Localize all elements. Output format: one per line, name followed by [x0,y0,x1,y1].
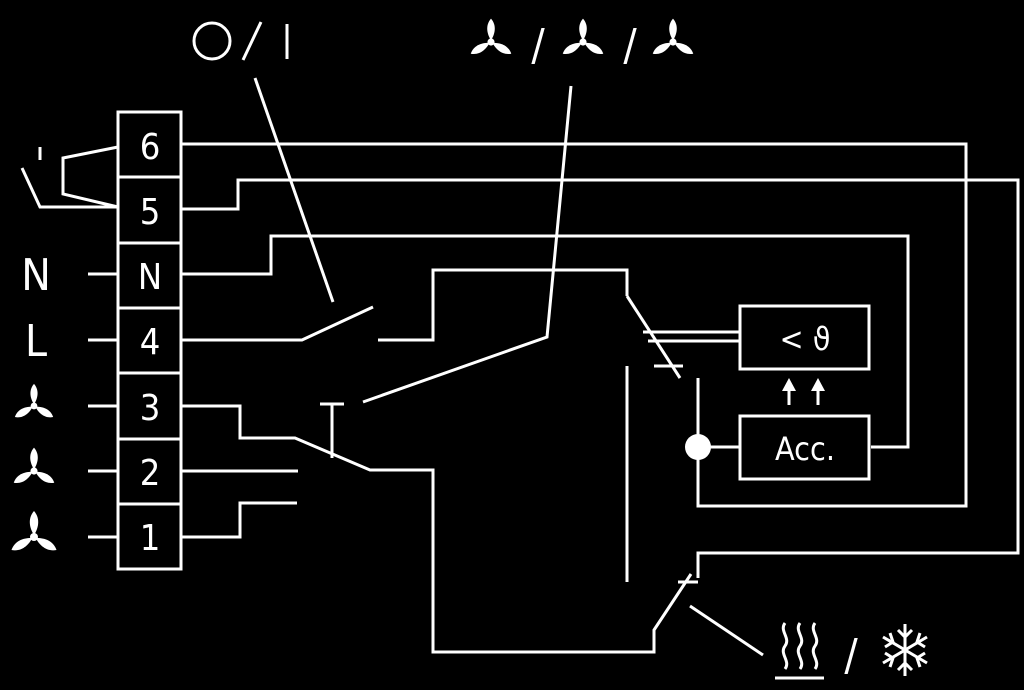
terminal-4-label: 4 [140,322,161,363]
thermostat-label: < ϑ [779,320,830,358]
thermostat-box [738,304,871,371]
arrows-up-icon [782,378,825,405]
fan-low-icon [13,383,55,421]
snowflake-icon [882,624,928,676]
fan-icon [650,18,696,57]
fan-medium-icon [11,447,57,486]
fan-slash-1: / [531,20,545,71]
neutral-label: N [21,250,51,301]
terminal-6-label: 6 [140,127,161,168]
accessory-label: Acc. [775,430,835,468]
junction-dot [685,434,711,460]
heat-cool-slash: / [844,630,858,681]
fan-speed-selector-label: / / [468,18,696,71]
wiring [181,77,1020,657]
input-leads [88,272,118,539]
terminal-n-label: N [138,257,162,298]
fan-icon [560,18,606,57]
heating-icon [775,622,824,680]
terminal-1-label: 1 [140,518,161,559]
external-switch-icon [20,145,119,209]
accessory-box [738,414,871,481]
fan-icon [468,18,514,57]
terminal-3-label: 3 [140,388,161,429]
terminal-2-label: 2 [140,453,161,494]
fan-high-icon [9,511,59,554]
on-off-label [192,21,289,61]
terminal-5-label: 5 [140,192,161,233]
live-label: L [25,316,47,367]
fan-slash-2: / [623,20,637,71]
